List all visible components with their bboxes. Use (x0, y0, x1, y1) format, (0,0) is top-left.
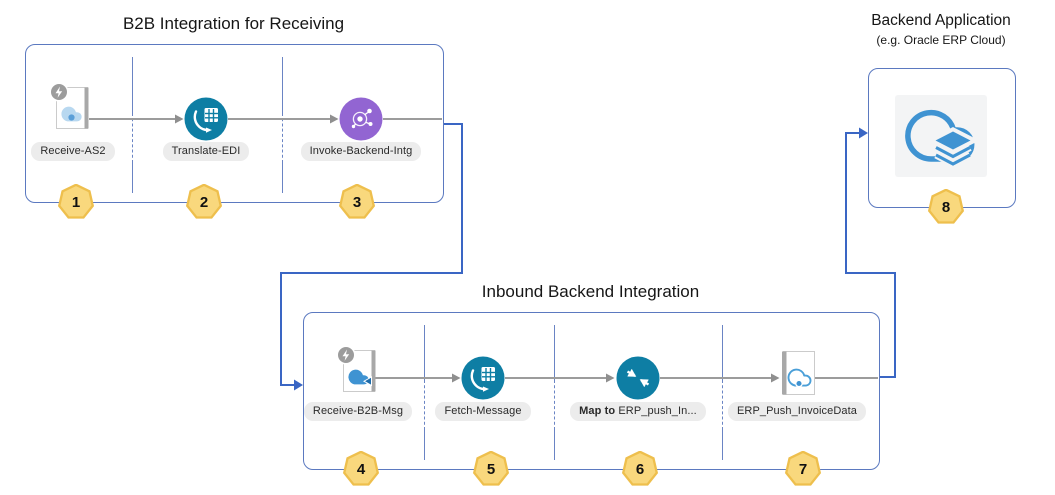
backend-application-box: 8 (868, 68, 1016, 224)
inbound-backend-integration-box: Receive-B2B-Msg Fetch-Message Map to ERP… (303, 312, 880, 486)
step-number-badge: 7 (784, 450, 822, 488)
b2b-section-title: B2B Integration for Receiving (122, 14, 345, 33)
step-divider (282, 57, 283, 193)
gray-arrowhead-icon (175, 114, 184, 124)
step-number-badge: 2 (185, 183, 223, 221)
translate-edi-circle-icon (184, 97, 228, 146)
gray-arrowhead-icon (330, 114, 339, 124)
erp-invoke-page-icon (774, 347, 820, 404)
arrowhead-into-backend-icon (859, 127, 868, 139)
map-circle-icon (616, 356, 660, 405)
lightning-bolt-icon (55, 86, 63, 98)
as2-trigger-page-icon (48, 81, 94, 138)
backend-section-title: Backend Application (871, 12, 1011, 29)
step-number-badge: 4 (342, 450, 380, 488)
b2b-message-trigger-page-icon (335, 344, 381, 401)
step-label: Receive-B2B-Msg (258, 401, 458, 421)
fetch-message-circle-icon (461, 356, 505, 405)
step-label: Translate-EDI (106, 141, 306, 161)
step-label: Receive-AS2 (0, 141, 173, 161)
step-label: Map to ERP_push_In... (538, 401, 738, 421)
step-number-badge: 3 (338, 183, 376, 221)
oracle-erp-cloud-icon (895, 95, 987, 182)
step-label: Invoke-Backend-Intg (261, 141, 461, 161)
step-number-badge: 5 (472, 450, 510, 488)
gray-arrowhead-icon (606, 373, 615, 383)
step-divider (554, 325, 555, 460)
step-number-badge: 6 (621, 450, 659, 488)
gray-arrowhead-icon (452, 373, 461, 383)
step-number-badge: 1 (57, 183, 95, 221)
step-label: ERP_Push_InvoiceData (697, 401, 897, 421)
arrowhead-into-inbound-icon (294, 379, 303, 391)
step-label: Fetch-Message (383, 401, 583, 421)
invoke-integration-circle-icon (339, 97, 383, 146)
lightning-bolt-icon (342, 349, 350, 361)
step-divider (132, 57, 133, 193)
step-number-badge: 8 (927, 188, 965, 226)
backend-section-subtitle: (e.g. Oracle ERP Cloud) (876, 33, 1006, 47)
step-divider (424, 325, 425, 460)
b2b-integration-box: Receive-AS2 Translate-EDI Invoke-Backend… (25, 44, 444, 219)
step-divider (722, 325, 723, 460)
inbound-section-title: Inbound Backend Integration (481, 282, 700, 301)
